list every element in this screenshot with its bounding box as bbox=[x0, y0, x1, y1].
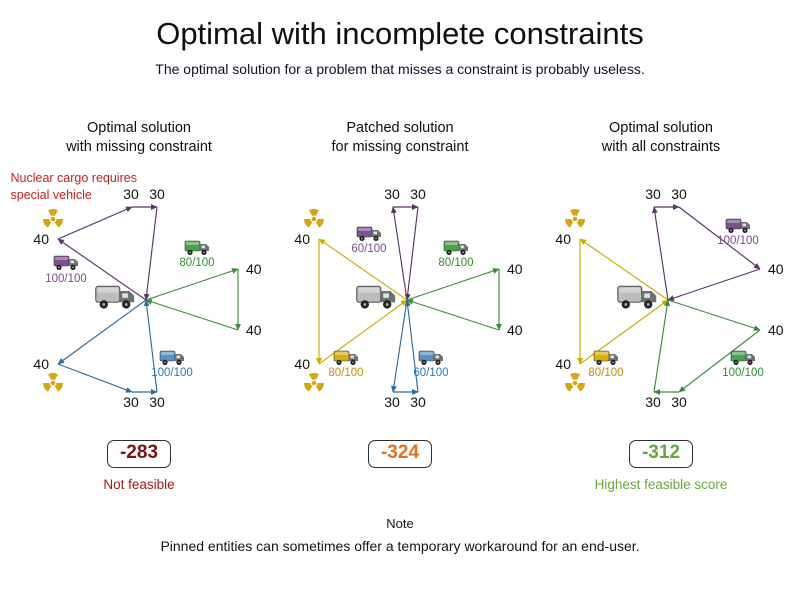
green-vehicle-icon bbox=[730, 350, 755, 366]
node-label-e2: 40 bbox=[507, 322, 523, 338]
blue-vehicle-capacity: 100/100 bbox=[151, 367, 193, 379]
node-label-nw: 40 bbox=[33, 231, 49, 247]
nuclear-cargo-icon bbox=[302, 372, 325, 393]
node-label-s1: 30 bbox=[123, 394, 139, 410]
route-diagram-patched: 40 30 30 40 40 40 30 30 60/100 80/100 80… bbox=[294, 187, 523, 410]
page-subtitle: The optimal solution for a problem that … bbox=[155, 61, 645, 77]
panel-heading: Optimal solution with missing constraint bbox=[66, 119, 212, 157]
nuclear-cargo-icon bbox=[41, 372, 64, 393]
green-vehicle-capacity: 100/100 bbox=[722, 367, 764, 379]
gold-vehicle-capacity: 80/100 bbox=[588, 367, 623, 379]
green-vehicle-capacity: 80/100 bbox=[179, 257, 214, 269]
node-label-s1: 30 bbox=[645, 394, 661, 410]
panel-heading-line1: Optimal solution bbox=[87, 120, 191, 136]
gold-vehicle-icon bbox=[333, 350, 358, 366]
nuclear-cargo-icon bbox=[563, 208, 586, 229]
blue-route bbox=[390, 299, 419, 395]
score-value: -324 bbox=[380, 441, 420, 463]
panel-heading-line2: for missing constraint bbox=[331, 138, 469, 155]
blue-vehicle-icon bbox=[159, 350, 184, 366]
annotation-line1: Nuclear cargo requires bbox=[10, 171, 137, 185]
node-label-e1: 40 bbox=[507, 261, 523, 277]
panels-row: Optimal solution with missing constraint… bbox=[0, 119, 800, 492]
depot-vehicle-icon bbox=[355, 285, 396, 310]
node-label-sw: 40 bbox=[33, 356, 49, 372]
node-label-n1: 30 bbox=[645, 187, 661, 202]
node-label-e2: 40 bbox=[768, 322, 784, 338]
nuclear-constraint-annotation: Nuclear cargo requires special vehicle bbox=[11, 170, 137, 204]
node-label-nw: 40 bbox=[555, 231, 571, 247]
node-label-s2: 30 bbox=[149, 394, 165, 410]
purple-vehicle-icon bbox=[356, 226, 381, 242]
purple-vehicle-capacity: 100/100 bbox=[45, 273, 87, 285]
green-vehicle-icon bbox=[443, 240, 468, 256]
panel-all-constraints: Optimal solution with all constraints bbox=[531, 119, 792, 492]
green-route bbox=[652, 299, 760, 395]
nuclear-cargo-icon bbox=[302, 208, 325, 229]
node-label-n2: 30 bbox=[671, 187, 687, 202]
gold-vehicle-icon bbox=[593, 350, 618, 366]
page-title: Optimal with incomplete constraints bbox=[156, 16, 644, 51]
depot-vehicle-icon bbox=[616, 285, 657, 310]
node-label-s2: 30 bbox=[671, 394, 687, 410]
gold-route bbox=[315, 238, 407, 365]
green-route bbox=[145, 267, 241, 331]
nuclear-cargo-icon bbox=[563, 372, 586, 393]
purple-vehicle-icon bbox=[725, 218, 750, 234]
purple-route bbox=[57, 203, 158, 301]
node-label-n2: 30 bbox=[410, 187, 426, 202]
node-label-sw: 40 bbox=[294, 356, 310, 372]
route-diagram-missing-constraint: 40 30 30 40 40 40 30 30 100/100 80/100 1… bbox=[33, 187, 262, 410]
gold-vehicle-capacity: 80/100 bbox=[328, 367, 363, 379]
blue-vehicle-icon bbox=[418, 350, 443, 366]
score-value: -312 bbox=[641, 441, 681, 463]
note-title: Note bbox=[386, 515, 414, 531]
score-value: -283 bbox=[119, 441, 159, 463]
green-vehicle-icon bbox=[184, 240, 209, 256]
node-label-nw: 40 bbox=[294, 231, 310, 247]
score-box: -312 bbox=[628, 439, 694, 468]
note-block: Note Pinned entities can sometimes offer… bbox=[0, 516, 800, 554]
node-label-s1: 30 bbox=[384, 394, 400, 410]
feasibility-footnote: Highest feasible score bbox=[594, 476, 728, 492]
node-label-sw: 40 bbox=[555, 356, 571, 372]
panel-heading: Patched solution for missing constraint bbox=[332, 119, 469, 157]
panel-missing-constraint: Optimal solution with missing constraint… bbox=[9, 119, 270, 492]
panel-heading: Optimal solution with all constraints bbox=[602, 119, 720, 157]
route-diagram-all-constraints: 40 30 30 40 40 40 30 30 100/100 100/100 … bbox=[555, 187, 784, 410]
nuclear-cargo-icon bbox=[41, 208, 64, 229]
panel-heading-line2: with all constraints bbox=[601, 138, 721, 155]
node-label-n2: 30 bbox=[149, 187, 165, 202]
purple-route bbox=[651, 203, 760, 301]
score-box: -283 bbox=[106, 439, 172, 468]
depot-vehicle-icon bbox=[94, 285, 135, 310]
annotation-line2: special vehicle bbox=[10, 187, 92, 202]
blue-vehicle-capacity: 60/100 bbox=[413, 367, 448, 379]
purple-vehicle-icon bbox=[53, 255, 78, 271]
node-label-s2: 30 bbox=[410, 394, 426, 410]
node-label-n1: 30 bbox=[384, 187, 400, 202]
green-vehicle-capacity: 80/100 bbox=[438, 257, 473, 269]
panel-heading-line1: Patched solution bbox=[346, 120, 454, 136]
panel-heading-line2: with missing constraint bbox=[66, 138, 212, 155]
note-body: Pinned entities can sometimes offer a te… bbox=[160, 537, 640, 554]
purple-vehicle-capacity: 100/100 bbox=[717, 235, 759, 247]
panel-patched-solution: Patched solution for missing constraint bbox=[270, 119, 531, 492]
purple-route bbox=[390, 203, 419, 301]
green-route bbox=[406, 267, 502, 331]
node-label-e1: 40 bbox=[768, 261, 784, 277]
panel-heading-line1: Optimal solution bbox=[609, 120, 713, 136]
score-box: -324 bbox=[367, 439, 433, 468]
node-label-e2: 40 bbox=[246, 322, 262, 338]
node-label-n1: 30 bbox=[123, 187, 139, 202]
node-label-e1: 40 bbox=[246, 261, 262, 277]
feasibility-footnote: Not feasible bbox=[103, 476, 175, 492]
blue-route bbox=[57, 299, 158, 395]
purple-vehicle-capacity: 60/100 bbox=[351, 243, 386, 255]
